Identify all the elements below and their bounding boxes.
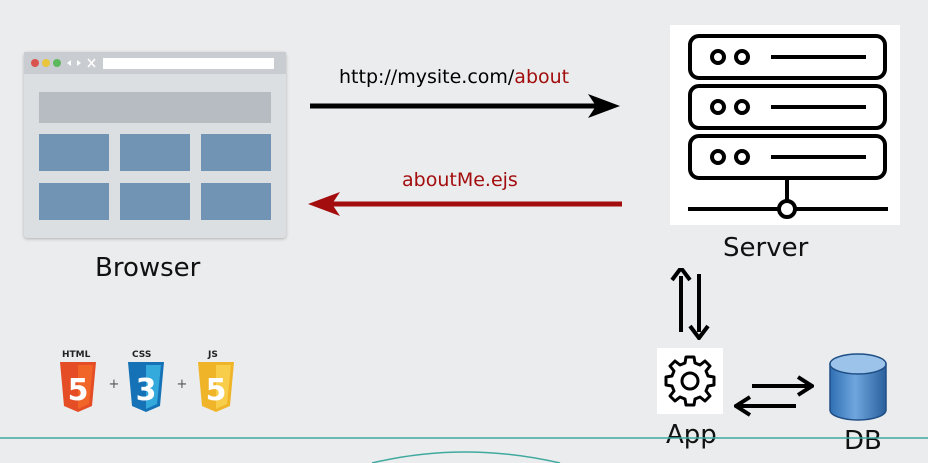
css-badge-digit: 3 [136,373,157,408]
bottom-accent [0,437,928,463]
browser-illustration [24,52,286,220]
server-app-arrows [670,268,710,340]
browser-minimize-dot [42,59,50,67]
app-label: App [666,420,717,450]
back-arrow-icon [67,60,71,66]
tech-plus-1: + [109,377,120,392]
address-bar [103,58,274,69]
css3-icon: CSS 3 [128,350,164,412]
request-url-path: about [514,66,570,88]
html5-icon: HTML 5 [60,350,96,412]
page-header-block [39,92,271,123]
close-x-icon [87,58,96,68]
js-badge-name: JS [207,350,218,360]
response-label: aboutMe.ejs [402,169,518,191]
html-badge-name: HTML [62,350,91,360]
tech-plus-2: + [177,377,188,392]
db-label: DB [844,426,882,456]
request-arrow [310,94,620,118]
browser-label: Browser [95,253,201,283]
html-badge-digit: 5 [68,373,89,408]
request-url-prefix: http://mysite.com/ [339,66,515,88]
server-label: Server [723,233,809,263]
database-icon [829,353,887,421]
server-icon [670,25,900,225]
app-db-arrows [734,375,814,417]
request-url: http://mysite.com/about [339,66,569,88]
js-badge-digit: 5 [206,373,227,408]
gear-icon [657,348,723,414]
tech-badges: HTML 5 + CSS 3 + JS 5 [58,344,248,418]
browser-window [24,52,286,238]
forward-arrow-icon [77,60,81,66]
browser-close-dot [31,59,39,67]
js-icon: JS 5 [198,350,234,412]
browser-maximize-dot [53,59,61,67]
css-badge-name: CSS [132,350,151,360]
response-arrow [308,192,622,216]
